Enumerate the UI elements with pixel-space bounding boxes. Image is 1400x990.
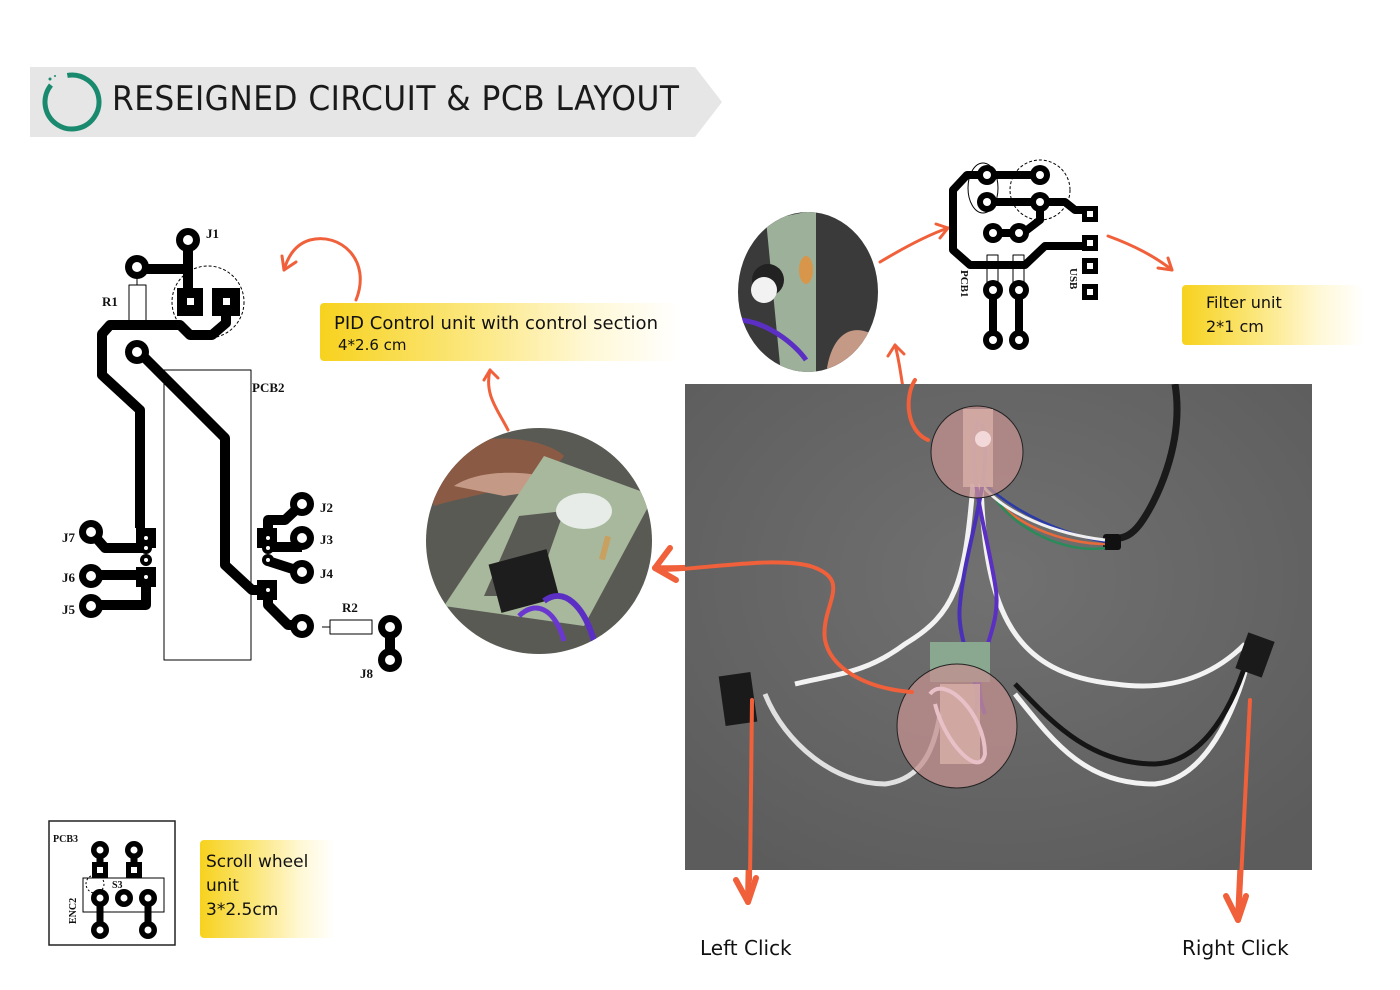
arrow-pcb2 — [282, 237, 362, 302]
scroll-callout-line1: Scroll wheel — [206, 852, 309, 872]
label-j8: J8 — [360, 666, 374, 681]
scroll-callout-size: 3*2.5cm — [206, 900, 279, 920]
pcb2-layout: J1 R1 PCB2 J2 J3 J4 J5 J6 J7 R2 J8 — [62, 226, 402, 681]
arrow-filter-pcb — [878, 226, 950, 264]
left-click-label: Left Click — [700, 936, 792, 960]
label-usb: USB — [1067, 268, 1079, 290]
label-r2: R2 — [342, 600, 358, 615]
pcb3-outline — [48, 820, 176, 946]
label-j1: J1 — [206, 226, 219, 241]
label-s3: S3 — [112, 880, 123, 891]
pcb2-outline — [163, 369, 252, 661]
pid-callout-title: PID Control unit with control section — [334, 313, 658, 334]
label-pcb3: PCB3 — [53, 834, 78, 845]
label-j4: J4 — [320, 566, 334, 581]
arrow-pid-photo — [487, 368, 510, 432]
filter-callout-title: Filter unit — [1206, 293, 1282, 312]
ring-icon — [42, 72, 102, 132]
page-title: RESEIGNED CIRCUIT & PCB LAYOUT — [112, 79, 680, 119]
filter-board-photo — [738, 212, 878, 372]
assembled-mouse-photo — [685, 384, 1312, 870]
label-j2: J2 — [320, 500, 333, 515]
filter-callout-size: 2*1 cm — [1206, 317, 1264, 336]
label-r1: R1 — [102, 294, 118, 309]
arrow-filter-label — [1106, 234, 1174, 272]
pid-board-photo — [426, 428, 652, 654]
pid-callout: PID Control unit with control section 4*… — [320, 303, 680, 361]
scroll-callout-line2: unit — [206, 876, 239, 896]
label-j3: J3 — [320, 532, 334, 547]
label-j7: J7 — [62, 530, 76, 545]
label-j5: J5 — [62, 602, 76, 617]
label-pcb1: PCB1 — [958, 270, 970, 298]
filter-callout: Filter unit 2*1 cm — [1182, 285, 1364, 345]
label-pcb2: PCB2 — [252, 380, 285, 395]
pcb3-layout: PCB3 S3 ENC2 — [48, 820, 176, 946]
header-banner: RESEIGNED CIRCUIT & PCB LAYOUT — [30, 67, 722, 137]
scroll-callout: Scroll wheel unit 3*2.5cm — [200, 840, 335, 938]
pcb1-layout: PCB1 USB — [949, 159, 1098, 350]
right-click-label: Right Click — [1182, 936, 1289, 960]
label-j6: J6 — [62, 570, 76, 585]
pid-callout-size: 4*2.6 cm — [338, 336, 407, 354]
label-enc2: ENC2 — [68, 898, 79, 924]
banner-shape — [30, 67, 722, 137]
